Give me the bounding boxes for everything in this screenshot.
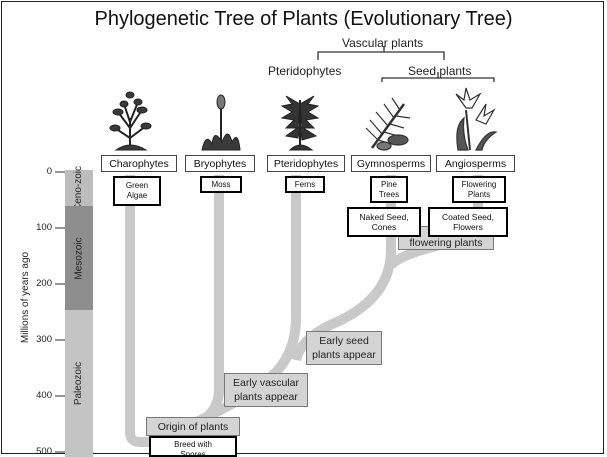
common-name-pine-trees: Pine Trees bbox=[370, 176, 408, 203]
common-name-flowering-plants: Flowering Plants bbox=[452, 176, 506, 203]
note-text: Breed with Spores bbox=[163, 440, 223, 457]
algae-icon bbox=[110, 92, 151, 150]
common-name-text: Flowering Plants bbox=[456, 180, 502, 200]
note-coated-seed: Coated Seed, Flowers bbox=[428, 207, 508, 237]
note-breed-with-spores: Breed with Spores bbox=[149, 436, 237, 457]
taxon-label-bryophytes: Bryophytes bbox=[185, 155, 255, 172]
event-early-seed-plants: Early seed plants appear bbox=[306, 331, 382, 365]
pine-icon bbox=[366, 98, 410, 150]
taxon-label-pteridophytes: Pteridophytes bbox=[267, 155, 345, 172]
common-name-green-algae: Green Algae bbox=[113, 176, 161, 206]
common-name-text: Moss bbox=[211, 180, 230, 190]
common-name-ferns: Ferns bbox=[285, 176, 325, 193]
note-naked-seed: Naked Seed, Cones bbox=[347, 207, 421, 237]
common-name-moss: Moss bbox=[200, 176, 242, 193]
moss-icon bbox=[202, 95, 240, 150]
taxon-label-charophytes: Charophytes bbox=[101, 155, 177, 172]
common-name-text: Pine Trees bbox=[373, 180, 405, 200]
common-name-text: Green Algae bbox=[117, 181, 157, 201]
taxon-label-angiosperms: Angiosperms bbox=[436, 155, 515, 172]
flower-icon bbox=[456, 88, 496, 150]
note-text: Naked Seed, Cones bbox=[354, 212, 414, 232]
common-name-text: Ferns bbox=[295, 180, 315, 190]
taxon-label-gymnosperms: Gymnosperms bbox=[351, 155, 431, 172]
fern-icon bbox=[282, 96, 318, 150]
event-origin-of-plants: Origin of plants bbox=[146, 417, 240, 436]
event-early-vascular-plants: Early vascular plants appear bbox=[224, 373, 308, 407]
note-text: Coated Seed, Flowers bbox=[435, 212, 501, 232]
